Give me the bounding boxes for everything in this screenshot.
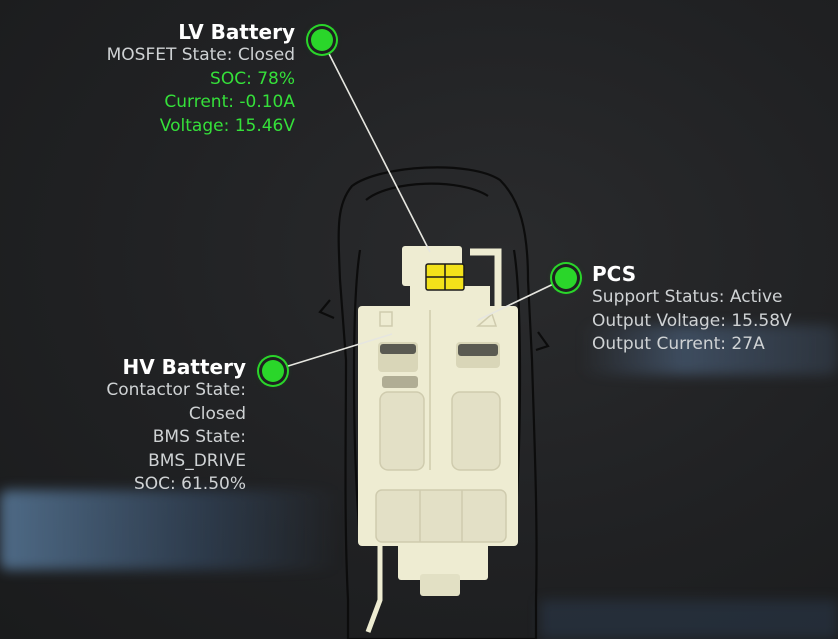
- pcs-status-dot-icon: [555, 267, 577, 289]
- hv-battery-soc: SOC: 61.50%: [134, 474, 246, 494]
- lv-battery-mosfet-state: MOSFET State: Closed: [106, 45, 295, 65]
- pcs-title: PCS: [592, 262, 637, 286]
- lv-battery-status-dot-icon: [311, 29, 333, 51]
- hv-battery-bms-state-value: BMS_DRIVE: [148, 450, 246, 471]
- connector-lines: [271, 39, 567, 372]
- car-cabin: [358, 246, 518, 633]
- lv-battery-module-icon: [425, 263, 465, 291]
- hv-battery-panel: HV Battery Contactor State: Closed BMS S…: [46, 355, 246, 497]
- hv-battery-status-dot-icon: [262, 360, 284, 382]
- hv-battery-contactor-state-value: Closed: [188, 403, 246, 424]
- lv-battery-soc: SOC: 78%: [210, 68, 295, 89]
- hv-battery-bms-state-label: BMS State:: [152, 427, 246, 447]
- hv-battery-contactor-state-label: Contactor State:: [106, 380, 246, 400]
- lv-battery-voltage: Voltage: 15.46V: [159, 115, 295, 136]
- lv-battery-panel: LV Battery MOSFET State: Closed SOC: 78%…: [35, 20, 295, 138]
- lv-battery-title: LV Battery: [178, 20, 295, 44]
- pcs-output-current: Output Current: 27A: [592, 334, 765, 354]
- pcs-output-voltage: Output Voltage: 15.58V: [592, 310, 792, 331]
- hv-battery-title: HV Battery: [122, 355, 246, 379]
- pcs-support-status: Support Status: Active: [592, 287, 783, 307]
- pcs-panel: PCS Support Status: Active Output Voltag…: [592, 262, 832, 357]
- lv-battery-current: Current: -0.10A: [164, 92, 295, 112]
